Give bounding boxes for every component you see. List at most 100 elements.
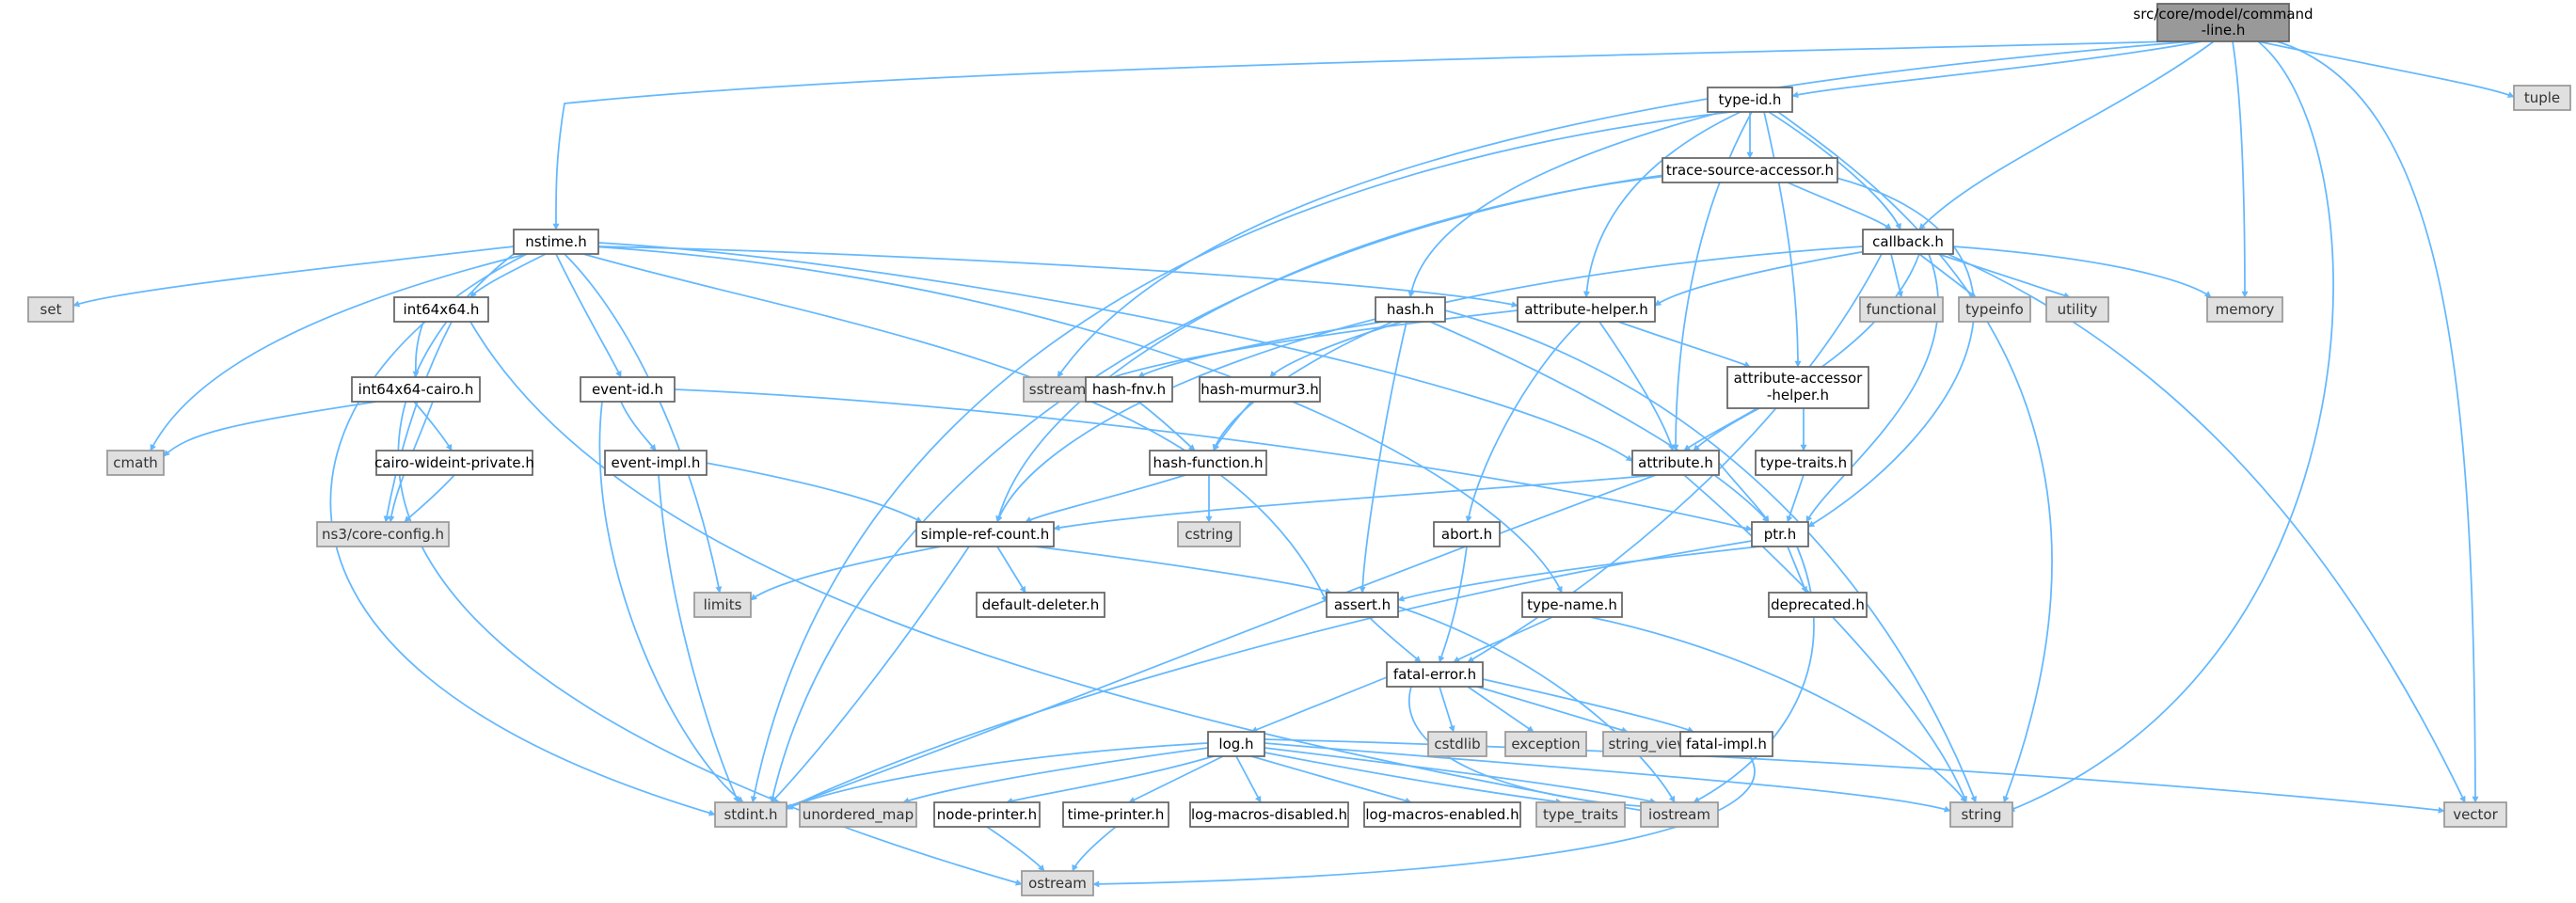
node-typeinfo[interactable]: typeinfo (1958, 296, 2031, 323)
svg-text:type-traits.h: type-traits.h (1760, 454, 1847, 471)
node-string-view[interactable]: string_view (1602, 731, 1694, 757)
node-event-impl[interactable]: event-impl.h (604, 450, 708, 476)
node-utility[interactable]: utility (2045, 296, 2109, 323)
node-trace-source-accessor[interactable]: trace-source-accessor.h (1662, 157, 1838, 183)
node-attribute[interactable]: attribute.h (1631, 450, 1720, 476)
node-memory[interactable]: memory (2206, 296, 2283, 323)
node-cstring[interactable]: cstring (1177, 521, 1241, 547)
node-hash-murmur3[interactable]: hash-murmur3.h (1199, 376, 1321, 403)
node-abort[interactable]: abort.h (1433, 521, 1501, 547)
node-set[interactable]: set (27, 296, 74, 323)
node-node-printer[interactable]: node-printer.h (933, 801, 1041, 828)
dependency-edge (598, 401, 744, 803)
node-type-traits-h[interactable]: type-traits.h (1755, 450, 1852, 476)
dependency-edge (1465, 321, 1582, 523)
svg-text:hash-fnv.h: hash-fnv.h (1092, 381, 1166, 398)
node-hash-function[interactable]: hash-function.h (1149, 450, 1267, 476)
dependency-edge (1768, 111, 1901, 230)
node-command-line[interactable]: src/core/model/command -line.h (2133, 3, 2314, 42)
node-fatal-error[interactable]: fatal-error.h (1386, 661, 1484, 688)
dependency-edge (1057, 40, 2193, 378)
svg-text:node-printer.h: node-printer.h (937, 806, 1037, 823)
svg-text:string_view: string_view (1608, 736, 1688, 753)
dependency-edge (1034, 546, 1332, 594)
node-stdint[interactable]: stdint.h (714, 801, 787, 828)
dependency-edge (1683, 474, 1967, 803)
node-functional[interactable]: functional (1859, 296, 1944, 323)
node-iostream[interactable]: iostream (1640, 801, 1719, 828)
node-ostream[interactable]: ostream (1021, 870, 1094, 896)
node-type-id[interactable]: type-id.h (1707, 87, 1793, 113)
dependency-edge (1598, 321, 1675, 452)
dependency-edge (597, 246, 1519, 309)
dependency-edge (2257, 40, 2515, 98)
dependency-edge (1397, 546, 1760, 602)
node-hash-fnv[interactable]: hash-fnv.h (1085, 376, 1173, 403)
node-fatal-impl[interactable]: fatal-impl.h (1679, 731, 1773, 757)
dependency-edge (750, 111, 1732, 803)
dependency-edge (1250, 755, 1412, 804)
dependency-edge (552, 40, 2174, 230)
node-log-macros-enabled[interactable]: log-macros-enabled.h (1363, 801, 1521, 828)
node-vector[interactable]: vector (2443, 801, 2507, 828)
node-cmath[interactable]: cmath (106, 450, 165, 476)
node-attribute-accessor-helper[interactable]: attribute-accessor -helper.h (1726, 366, 1869, 409)
dependency-edge (1786, 474, 1805, 523)
node-simple-ref-count[interactable]: simple-ref-count.h (915, 521, 1055, 547)
node-cstdlib[interactable]: cstdlib (1427, 731, 1487, 757)
svg-text:deprecated.h: deprecated.h (1771, 596, 1865, 613)
svg-text:functional: functional (1867, 301, 1937, 318)
dependency-edge (72, 246, 515, 308)
node-type-traits[interactable]: type_traits (1535, 801, 1626, 828)
svg-text:exception: exception (1511, 736, 1580, 752)
node-attribute-helper[interactable]: attribute-helper.h (1517, 296, 1656, 323)
node-event-id[interactable]: event-id.h (580, 376, 676, 403)
dependency-edge (1617, 321, 1751, 368)
dependency-edge (1777, 111, 2053, 803)
dependency-edge (1763, 111, 1802, 368)
node-limits[interactable]: limits (693, 592, 752, 618)
dependency-edge (1137, 401, 1196, 452)
node-sstream[interactable]: sstream (1023, 376, 1092, 403)
node-unordered-map[interactable]: unordered_map (799, 801, 917, 828)
svg-text:ptr.h: ptr.h (1764, 526, 1796, 543)
node-time-printer[interactable]: time-printer.h (1062, 801, 1169, 828)
svg-text:string: string (1961, 806, 2001, 823)
dependency-edge (780, 474, 1657, 811)
svg-text:log.h: log.h (1218, 736, 1253, 752)
node-cairo-wideint-private[interactable]: cairo-wideint-private.h (374, 450, 534, 476)
dependency-edge (1918, 40, 2215, 230)
svg-text:time-printer.h: time-printer.h (1068, 806, 1165, 823)
dependency-edge (1438, 546, 1468, 663)
dependency-edge (1947, 253, 2466, 803)
node-type-name[interactable]: type-name.h (1521, 592, 1623, 618)
node-log-macros-disabled[interactable]: log-macros-disabled.h (1189, 801, 1349, 828)
dependency-edge (555, 253, 622, 378)
dependency-edge (1937, 253, 2071, 299)
node-default-deleter[interactable]: default-deleter.h (976, 592, 1105, 618)
dependency-edge (564, 253, 723, 594)
node-log[interactable]: log.h (1207, 731, 1265, 757)
node-int64x64-cairo[interactable]: int64x64-cairo.h (351, 376, 481, 403)
node-exception[interactable]: exception (1504, 731, 1587, 757)
node-string[interactable]: string (1949, 801, 2013, 828)
node-int64x64[interactable]: int64x64.h (393, 296, 489, 323)
dependency-edge (1397, 606, 1676, 803)
dependency-edge (1787, 546, 1807, 594)
node-hash[interactable]: hash.h (1375, 296, 1446, 323)
node-assert[interactable]: assert.h (1326, 592, 1399, 618)
node-ptr[interactable]: ptr.h (1751, 521, 1809, 547)
node-tuple[interactable]: tuple (2513, 85, 2571, 111)
node-callback[interactable]: callback.h (1862, 229, 1954, 255)
dependency-edge (397, 253, 1023, 886)
svg-text:int64x64-cairo.h: int64x64-cairo.h (358, 381, 474, 398)
dependency-edge (1368, 616, 1422, 663)
dependency-edge (2276, 40, 2479, 803)
node-deprecated[interactable]: deprecated.h (1768, 592, 1868, 618)
svg-text:assert.h: assert.h (1334, 596, 1391, 613)
svg-text:cstdlib: cstdlib (1434, 736, 1480, 752)
node-nstime[interactable]: nstime.h (513, 229, 599, 255)
svg-text:trace-source-accessor.h: trace-source-accessor.h (1666, 162, 1834, 179)
node-core-config[interactable]: ns3/core-config.h (316, 521, 450, 547)
